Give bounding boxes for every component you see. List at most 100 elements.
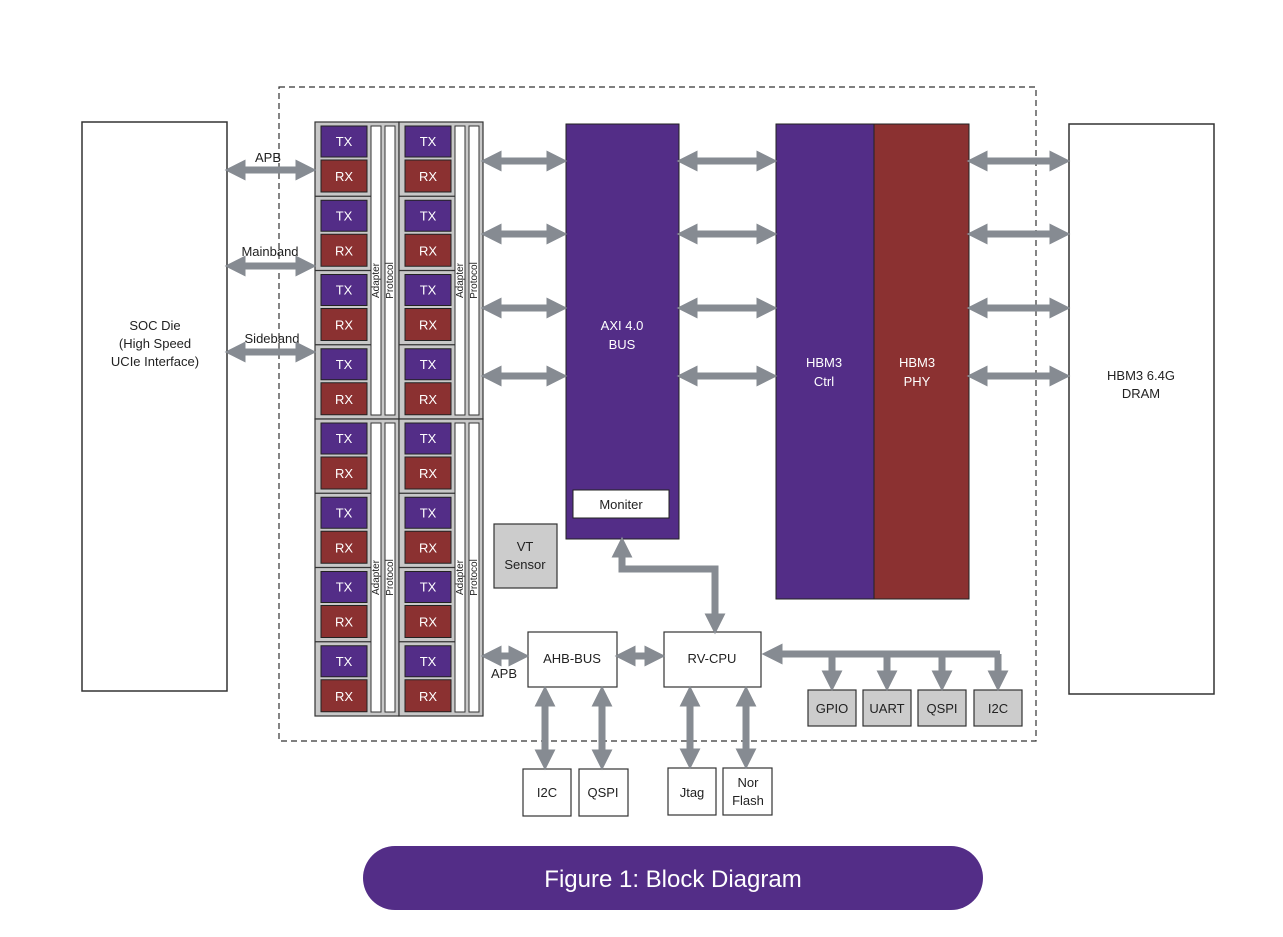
tx-label: TX (420, 357, 437, 372)
peripheral-qspi-label: QSPI (926, 701, 957, 716)
protocol-label: Protocol (469, 559, 480, 596)
rx-block (404, 456, 452, 490)
soc-die-label-3: UCIe Interface) (111, 354, 199, 369)
figure-caption: Figure 1: Block Diagram (363, 846, 983, 910)
protocol-strip (468, 422, 480, 713)
tx-label: TX (420, 654, 437, 669)
rx-label: RX (335, 169, 353, 184)
dram-label-2: DRAM (1122, 386, 1160, 401)
monitor-block (572, 489, 670, 519)
rv-cpu-label: RV-CPU (688, 651, 737, 666)
rx-block (320, 456, 368, 490)
nor-flash-label-2: Flash (732, 793, 764, 808)
tx-block (320, 199, 368, 232)
hbm3-phy-label-2: PHY (904, 374, 931, 389)
tx-block (404, 274, 452, 306)
tx-block (404, 348, 452, 381)
peripheral-gpio-label: GPIO (816, 701, 849, 716)
ahb-bus-block: AHB-BUS (527, 631, 618, 688)
ahb-apb-label: APB (491, 666, 517, 681)
rv-cpu-block: RV-CPU (663, 631, 762, 688)
protocol-strip (384, 422, 396, 713)
rx-label: RX (419, 243, 437, 258)
hbm3-phy-block: HBM3 PHY (873, 123, 970, 600)
adapter-label: Adapter (455, 262, 466, 298)
tx-block (404, 422, 452, 455)
rx-label: RX (335, 243, 353, 258)
tx-block (404, 645, 452, 678)
rx-label: RX (335, 318, 353, 333)
rx-label: RX (419, 689, 437, 704)
tx-label: TX (336, 654, 353, 669)
rx-block (320, 605, 368, 638)
tx-block (320, 422, 368, 455)
hbm3-ctrl-label-2: Ctrl (814, 374, 834, 389)
nor-flash-label-1: Nor (738, 775, 760, 790)
tx-block (404, 571, 452, 603)
rx-label: RX (335, 689, 353, 704)
rx-label: RX (419, 392, 437, 407)
tx-block (404, 125, 452, 158)
rx-label: RX (419, 615, 437, 630)
tx-block (404, 496, 452, 529)
tx-label: TX (336, 431, 353, 446)
mainband-link-label: Mainband (241, 244, 298, 259)
axi-bus-label-1: AXI 4.0 (601, 318, 644, 333)
tx-label: TX (420, 580, 437, 595)
tx-block (320, 125, 368, 158)
peripheral-i2c-label: I2C (988, 701, 1008, 716)
protocol-strip (468, 125, 480, 416)
hbm3-ctrl-block: HBM3 Ctrl (775, 123, 875, 600)
rx-label: RX (335, 540, 353, 555)
tx-label: TX (336, 580, 353, 595)
rx-block (320, 530, 368, 564)
connections (224, 150, 1071, 771)
peripheral-gpio-block (807, 689, 857, 727)
monitor-label: Moniter (599, 497, 643, 512)
dram-label-1: HBM3 6.4G (1107, 368, 1175, 383)
rx-block (320, 382, 368, 416)
tx-block (320, 645, 368, 678)
tx-label: TX (336, 283, 353, 298)
rx-block (404, 382, 452, 416)
tx-label: TX (420, 134, 437, 149)
rx-block (404, 530, 452, 564)
external-i2c-block: I2C (522, 768, 572, 817)
peripherals: GPIO UART QSPI I2C (807, 689, 1023, 727)
rx-block (320, 159, 368, 193)
external-qspi-label: QSPI (587, 785, 618, 800)
adapter-label: Adapter (371, 262, 382, 298)
tx-block (320, 571, 368, 603)
sideband-link-label: Sideband (245, 331, 300, 346)
peripheral-uart-label: UART (869, 701, 904, 716)
external-jtag-block: Jtag (667, 767, 717, 816)
rx-label: RX (419, 169, 437, 184)
rx-label: RX (335, 392, 353, 407)
soc-die-label-1: SOC Die (129, 318, 180, 333)
rx-block (404, 159, 452, 193)
rx-block (404, 605, 452, 638)
tx-label: TX (420, 505, 437, 520)
caption-text: Figure 1: Block Diagram (544, 866, 801, 893)
rx-label: RX (335, 615, 353, 630)
monitor-cpu-arrow (611, 536, 726, 635)
tx-label: TX (336, 134, 353, 149)
rx-label: RX (419, 540, 437, 555)
axi-bus-label-2: BUS (609, 337, 636, 352)
external-qspi-block: QSPI (578, 768, 629, 817)
apb-link-label: APB (255, 150, 281, 165)
peripheral-i2c-block (973, 689, 1023, 727)
rx-block (404, 308, 452, 341)
chip-boundary (278, 86, 1037, 742)
tx-block (320, 348, 368, 381)
external-jtag-label: Jtag (680, 785, 705, 800)
rx-block (404, 679, 452, 713)
axi-bus-block: AXI 4.0 BUS Moniter (565, 123, 680, 540)
rx-block (320, 233, 368, 267)
soc-die-block: SOC Die (High Speed UCIe Interface) (81, 121, 228, 692)
protocol-label: Protocol (469, 262, 480, 299)
rx-block (320, 679, 368, 713)
tx-block (320, 496, 368, 529)
